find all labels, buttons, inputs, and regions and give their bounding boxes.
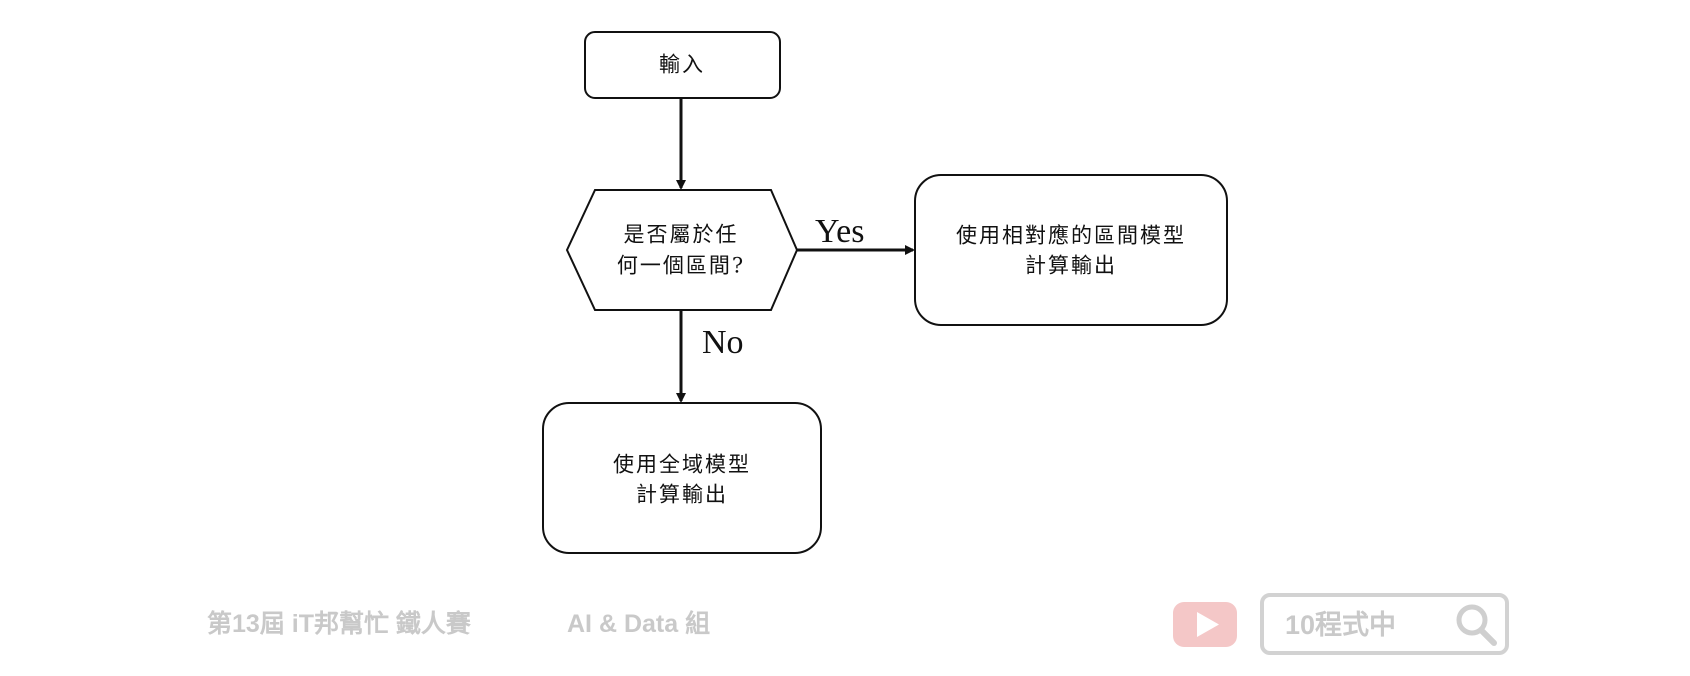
search-icon <box>1456 604 1497 646</box>
no-edge-label: No <box>702 324 744 361</box>
input-node: 輸入 <box>584 31 781 99</box>
input-node-label: 輸入 <box>659 53 705 77</box>
yes-node-line-2: 計算輸出 <box>1025 254 1117 278</box>
decision-node-line-1: 是否屬於任 <box>624 223 739 247</box>
no-node: 使用全域模型 計算輸出 <box>542 402 822 554</box>
yes-edge-label: Yes <box>815 213 864 250</box>
search-box-text: 10程式中 <box>1285 610 1396 640</box>
search-box[interactable]: 10程式中 <box>1260 593 1509 655</box>
youtube-play-icon[interactable] <box>1173 602 1237 647</box>
yes-node: 使用相對應的區間模型 計算輸出 <box>914 174 1228 326</box>
yes-node-line-1: 使用相對應的區間模型 <box>956 224 1186 248</box>
footer-group-text: AI & Data 組 <box>567 609 710 638</box>
no-node-line-1: 使用全域模型 <box>613 453 751 477</box>
no-node-line-2: 計算輸出 <box>636 483 728 507</box>
decision-node-line-2: 何一個區間? <box>617 254 745 278</box>
footer-event-text: 第13屆 iT邦幫忙 鐵人賽 <box>207 609 472 638</box>
decision-node: 是否屬於任 何一個區間? <box>565 189 799 311</box>
